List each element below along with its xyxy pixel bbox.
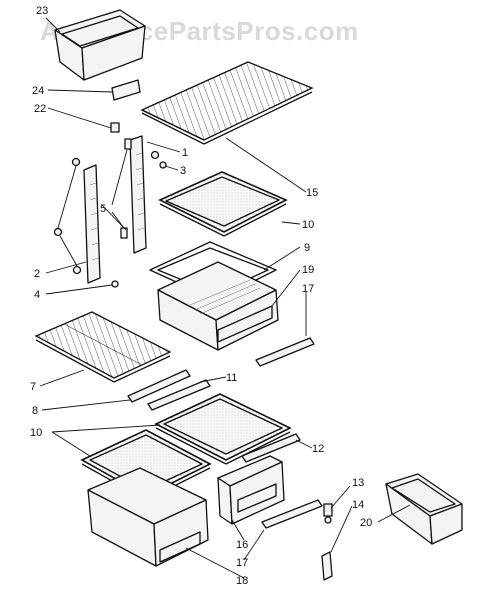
door-bin-top [54, 9, 146, 81]
callout-17-upper: 17 [302, 283, 314, 295]
callout-17-lower: 17 [236, 557, 248, 569]
callout-leaders [39, 17, 411, 579]
door-stop-pin [321, 551, 333, 581]
support-screws [53, 138, 167, 288]
drawer-trim-upper [255, 337, 315, 367]
callout-3: 3 [180, 165, 186, 177]
shelf-support-rail-right [129, 135, 147, 254]
callout-23: 23 [36, 5, 48, 17]
wire-shelf-left [34, 311, 172, 383]
callout-19: 19 [302, 264, 314, 276]
door-hinge-cam [323, 503, 333, 524]
callout-24: 24 [32, 85, 44, 97]
callout-9: 9 [304, 242, 310, 254]
bin-clip [111, 79, 141, 101]
callout-16: 16 [236, 539, 248, 551]
callout-8: 8 [32, 405, 38, 417]
crisper-drawer-lower-left [87, 467, 209, 567]
wire-shelf-top [140, 61, 314, 145]
crisper-drawer-lower-right [217, 455, 285, 525]
crisper-drawer-upper [157, 261, 279, 351]
callout-11: 11 [226, 372, 237, 384]
glass-shelf-upper [158, 171, 288, 237]
shelf-bracket-small [110, 122, 120, 133]
callout-1: 1 [182, 147, 188, 159]
door-bin-lower [385, 473, 463, 545]
callout-20: 20 [360, 517, 372, 529]
shelf-support-rail-left [83, 164, 101, 284]
callout-13: 13 [352, 477, 364, 489]
callout-10-lower: 10 [30, 427, 42, 439]
callout-5: 5 [100, 203, 106, 215]
callout-12: 12 [312, 443, 324, 455]
callout-14: 14 [352, 499, 364, 511]
glass-shelf-lower-right [154, 393, 292, 465]
callout-10-upper: 10 [302, 219, 314, 231]
callout-18: 18 [236, 575, 248, 587]
callout-22: 22 [34, 103, 46, 115]
shelf-trim-11 [147, 379, 211, 411]
screw-connectors [57, 149, 128, 267]
trim-12 [241, 433, 301, 463]
callout-15: 15 [306, 187, 318, 199]
shelf-trim-8 [127, 369, 191, 403]
callout-7: 7 [30, 381, 36, 393]
callout-labels: 23 24 22 1 3 15 5 10 9 19 2 17 4 11 7 8 … [30, 5, 372, 587]
callout-2: 2 [34, 268, 40, 280]
drawer-trim-lower [261, 499, 323, 529]
callout-4: 4 [34, 289, 40, 301]
